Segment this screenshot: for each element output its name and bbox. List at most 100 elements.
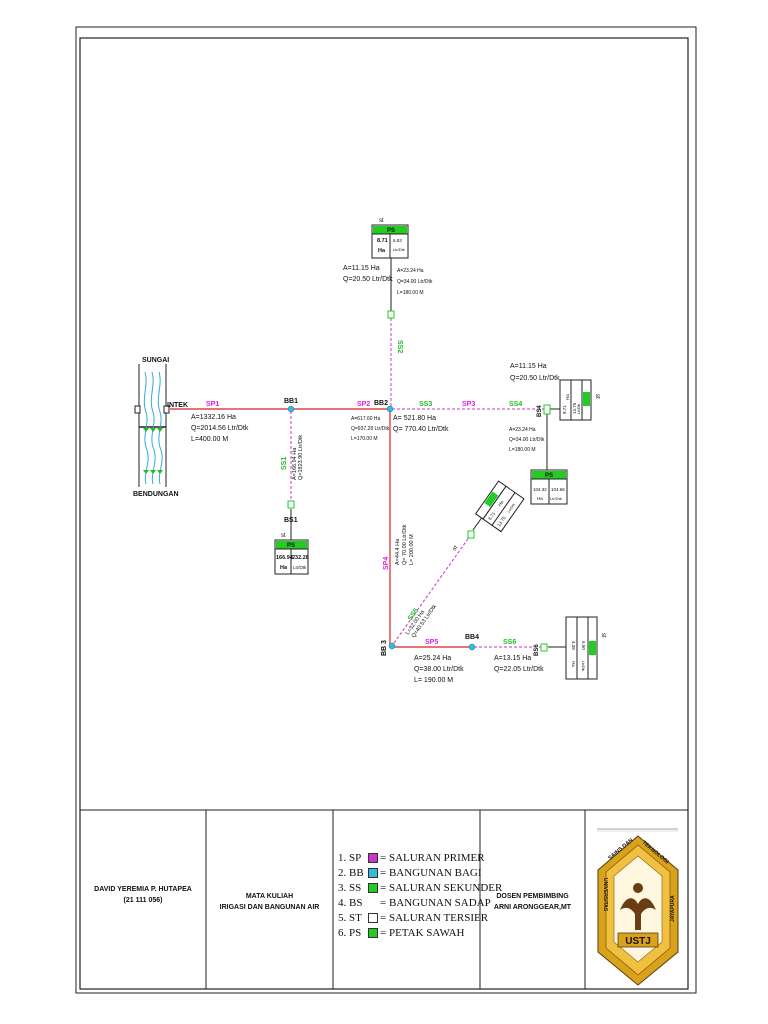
legend-desc: = SALURAN TERSIER (380, 912, 489, 924)
ss4-bottom-info: A=23.24 Ha Q=34.00 Ltr/Dtk L=180.00 M (509, 427, 545, 453)
legend-num: 3. SS (338, 882, 362, 894)
legend-swatch-bb (368, 868, 378, 878)
svg-text:st: st (379, 218, 384, 224)
sp1-info: A=1332.16 Ha Q=2014.56 Ltr/Dtk L=400.00 … (191, 414, 249, 443)
ps1-box: st PS 166.94 Ha 232.28 Ltr/Dtk (274, 533, 309, 575)
node-bb2 (386, 405, 394, 413)
svg-text:L=400.00 M: L=400.00 M (191, 436, 228, 443)
ps2-box: st PS 8.71 Ha 6.83 Ltr/Dtk (371, 218, 409, 259)
ps-box-ss6: 4.38 Ha 6.50 Ltr/Dtk st (565, 616, 606, 680)
label-sp4: SP4 (383, 557, 390, 570)
legend-num: 1. SP (338, 852, 362, 864)
svg-text:A=11.15 Ha: A=11.15 Ha (510, 363, 547, 370)
svg-text:Q=937.28 Ltr/Dtk: Q=937.28 Ltr/Dtk (351, 426, 390, 432)
svg-text:st: st (281, 533, 286, 539)
logo-text-left: UNIVERSITAS (602, 878, 608, 912)
svg-text:13.75: 13.75 (572, 402, 577, 414)
legend-num: 6. PS (338, 927, 362, 939)
label-sp5: SP5 (425, 639, 438, 646)
svg-text:A=23.24 Ha: A=23.24 Ha (397, 268, 424, 274)
ss6-info: A=13.15 Ha Q=22.05 Ltr/Dtk (494, 655, 544, 673)
label-bb4: BB4 (465, 634, 479, 641)
svg-text:Ha: Ha (497, 499, 505, 507)
svg-text:A=11.15 Ha: A=11.15 Ha (343, 265, 380, 272)
svg-text:A=25.24 Ha: A=25.24 Ha (414, 655, 451, 662)
svg-text:Q=20.50 Ltr/Dtk: Q=20.50 Ltr/Dtk (343, 276, 393, 283)
label-bb3: BB 3 (381, 640, 388, 656)
label-sp2: SP2 (357, 401, 370, 408)
svg-text:Ha: Ha (571, 661, 576, 667)
river-label: SUNGAI (142, 357, 169, 364)
svg-text:A=166.94 Ha: A=166.94 Ha (292, 447, 298, 480)
river-weir (134, 364, 170, 487)
course-line1: MATA KULIAH (245, 893, 294, 900)
svg-text:4.38: 4.38 (571, 641, 576, 650)
svg-text:A=44.4 Ha: A=44.4 Ha (395, 538, 401, 565)
node-bs1 (287, 500, 295, 509)
label-bb2: BB2 (374, 400, 388, 407)
svg-text:A=13.15 Ha: A=13.15 Ha (494, 655, 531, 662)
legend-num: 5. ST (338, 912, 362, 924)
node-bs4 (543, 404, 551, 415)
channel-ss5 (393, 535, 471, 644)
label-sp1: SP1 (206, 401, 219, 408)
svg-text:Ltr/Dtk: Ltr/Dtk (393, 247, 405, 252)
legend-desc: = BANGUNAN SADAP (380, 897, 491, 909)
svg-text:Ha: Ha (378, 248, 386, 254)
legend-desc: = BANGUNAN BAGI (380, 867, 482, 879)
ss1-info: A=166.94 Ha Q=1823.90 Ltr/Dtk (292, 435, 304, 480)
svg-text:Ltr/Dtk: Ltr/Dtk (550, 496, 562, 501)
svg-text:st: st (594, 394, 600, 399)
svg-text:Q=38.00 Ltr/Dtk: Q=38.00 Ltr/Dtk (414, 666, 464, 673)
svg-text:Ltr/Dtk: Ltr/Dtk (581, 661, 585, 672)
svg-text:PS: PS (545, 473, 553, 479)
svg-text:A= 521.80 Ha: A= 521.80 Ha (393, 415, 436, 422)
node-bb1 (287, 405, 295, 413)
tertiary-lines (290, 258, 566, 648)
label-ss1: SS1 (281, 457, 288, 470)
secondary-channels (290, 318, 546, 648)
node-bs6 (540, 643, 548, 652)
svg-text:L=180.00 M: L=180.00 M (397, 290, 424, 296)
svg-text:Q=34.00 Ltr/Dtk: Q=34.00 Ltr/Dtk (397, 279, 433, 285)
inner-frame (79, 37, 689, 990)
legend-desc: = SALURAN SEKUNDER (380, 882, 503, 894)
legend-desc: = PETAK SAWAH (380, 927, 465, 939)
ss2-bottom-info: A=23.24 Ha Q=34.00 Ltr/Dtk L=180.00 M (397, 268, 433, 296)
author-id: (21 111 056) (123, 897, 163, 904)
supervisor-block: DOSEN PEMBIMBING ARNI ARONGGEAR,MT (482, 891, 583, 913)
node-bb4 (468, 643, 476, 651)
sp3-info: A= 521.80 Ha Q= 770.40 Ltr/Dtk (393, 415, 449, 433)
logo-banner-text: USTJ (625, 936, 651, 947)
author-block: DAVID YEREMIA P. HUTAPEA (21 111 056) (82, 884, 204, 906)
ps4-box: PS 104.32 Ha 104.66 Ltr/Dtk (530, 469, 568, 505)
outer-frame (75, 26, 697, 994)
svg-text:A=617.60 Ha: A=617.60 Ha (351, 416, 381, 422)
svg-text:Q= 770.40 Ltr/Dtk: Q= 770.40 Ltr/Dtk (393, 426, 449, 433)
intake-label: INTEK (167, 402, 188, 409)
ss2-top-info: A=11.15 Ha Q=20.50 Ltr/Dtk (343, 265, 393, 283)
label-ss4: SS4 (509, 401, 522, 408)
legend-desc: = SALURAN PRIMER (380, 852, 485, 864)
course-block: MATA KULIAH IRIGASI DAN BANGUNAN AIR (208, 891, 331, 913)
legend-num: 4. BS (338, 897, 363, 909)
svg-text:A=1332.16 Ha: A=1332.16 Ha (191, 414, 236, 421)
svg-text:L=170.00 M: L=170.00 M (351, 436, 378, 442)
svg-text:st: st (600, 633, 606, 638)
svg-text:Ltr/Dtk: Ltr/Dtk (293, 565, 307, 570)
legend-swatch-st (368, 913, 378, 923)
label-st-ss5: st (452, 545, 460, 553)
sp2-info: A=617.60 Ha Q=937.28 Ltr/Dtk L=170.00 M (351, 416, 390, 442)
svg-text:Q=1823.90 Ltr/Dtk: Q=1823.90 Ltr/Dtk (298, 435, 304, 480)
svg-text:8.71: 8.71 (562, 405, 567, 414)
svg-text:6.50: 6.50 (581, 641, 586, 650)
legend-swatch-ps (368, 928, 378, 938)
ps-box-ss4: 8.71 Ha 13.75 Ltr/Dtk st (559, 379, 600, 421)
supervisor-line2: ARNI ARONGGEAR,MT (493, 904, 572, 911)
svg-text:Q=2014.56 Ltr/Dtk: Q=2014.56 Ltr/Dtk (191, 425, 249, 432)
svg-text:Q=22.05 Ltr/Dtk: Q=22.05 Ltr/Dtk (494, 666, 544, 673)
svg-text:8.71: 8.71 (377, 238, 388, 244)
bs-nodes (287, 310, 551, 652)
label-ss6: SS6 (503, 639, 516, 646)
